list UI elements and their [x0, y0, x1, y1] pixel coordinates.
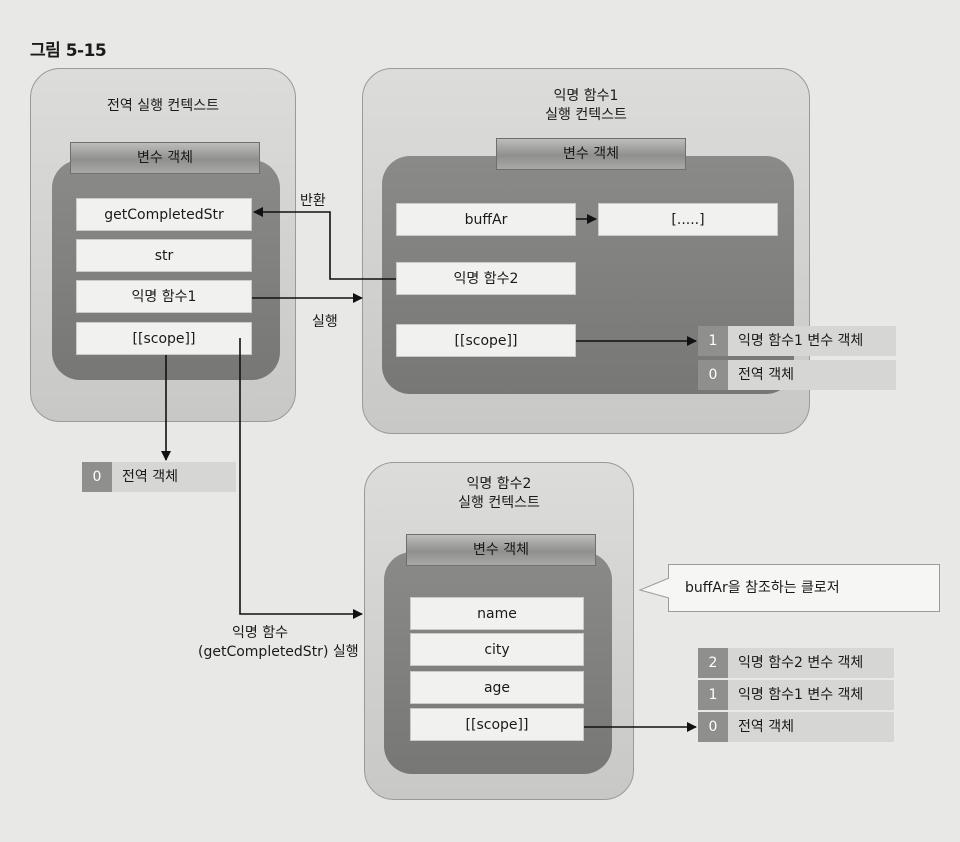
global-scope-chain-item-0: 0 전역 객체	[82, 462, 236, 492]
anon2-scope-chain-item-1: 1 익명 함수1 변수 객체	[698, 680, 894, 710]
call-label-line1: 익명 함수	[232, 625, 288, 641]
closure-callout: buffAr을 참조하는 클로저	[668, 564, 940, 612]
chain-label: 전역 객체	[728, 712, 894, 742]
arrow-anon2-exec	[239, 338, 363, 619]
anon2-scope-chain-item-0: 0 전역 객체	[698, 712, 894, 742]
global-context-title: 전역 실행 컨텍스트	[107, 98, 219, 114]
anon2-scope-chain-item-2: 2 익명 함수2 변수 객체	[698, 648, 894, 678]
chain-label: 익명 함수1 변수 객체	[728, 680, 894, 710]
cell-age: age	[410, 671, 584, 704]
cell-global-scope: [[scope]]	[76, 322, 252, 355]
chain-index: 1	[698, 680, 728, 710]
chain-label: 전역 객체	[112, 462, 236, 492]
anon1-context-title-line1: 익명 함수1	[553, 88, 619, 104]
chain-index: 1	[698, 326, 728, 356]
chain-label: 익명 함수2 변수 객체	[728, 648, 894, 678]
cell-getCompletedStr: getCompletedStr	[76, 198, 252, 231]
chain-index: 0	[698, 360, 728, 390]
chain-label: 전역 객체	[728, 360, 896, 390]
chain-index: 2	[698, 648, 728, 678]
cell-anon-func2: 익명 함수2	[396, 262, 576, 295]
chain-index: 0	[698, 712, 728, 742]
cell-anon2-scope: [[scope]]	[410, 708, 584, 741]
cell-name: name	[410, 597, 584, 630]
global-var-header: 변수 객체	[70, 142, 260, 174]
exec-label: 실행	[312, 314, 338, 330]
anon2-var-header: 변수 객체	[406, 534, 596, 566]
callout-pointer	[638, 577, 670, 599]
figure-title: 그림 5-15	[30, 41, 107, 61]
cell-str: str	[76, 239, 252, 272]
anon1-scope-chain-item-0: 0 전역 객체	[698, 360, 896, 390]
return-label: 반환	[300, 193, 326, 209]
anon1-context-title-line2: 실행 컨텍스트	[545, 107, 627, 123]
cell-array: [.....]	[598, 203, 778, 236]
cell-buffAr: buffAr	[396, 203, 576, 236]
call-label-line2: (getCompletedStr) 실행	[198, 644, 359, 660]
arrow-return	[253, 207, 396, 280]
chain-index: 0	[82, 462, 112, 492]
anon2-context-title-line2: 실행 컨텍스트	[458, 495, 540, 511]
anon1-var-header: 변수 객체	[496, 138, 686, 170]
anon2-context-title-line1: 익명 함수2	[466, 476, 532, 492]
cell-anon1-scope: [[scope]]	[396, 324, 576, 357]
cell-anon-func1: 익명 함수1	[76, 280, 252, 313]
cell-city: city	[410, 633, 584, 666]
anon1-scope-chain-item-1: 1 익명 함수1 변수 객체	[698, 326, 896, 356]
chain-label: 익명 함수1 변수 객체	[728, 326, 896, 356]
